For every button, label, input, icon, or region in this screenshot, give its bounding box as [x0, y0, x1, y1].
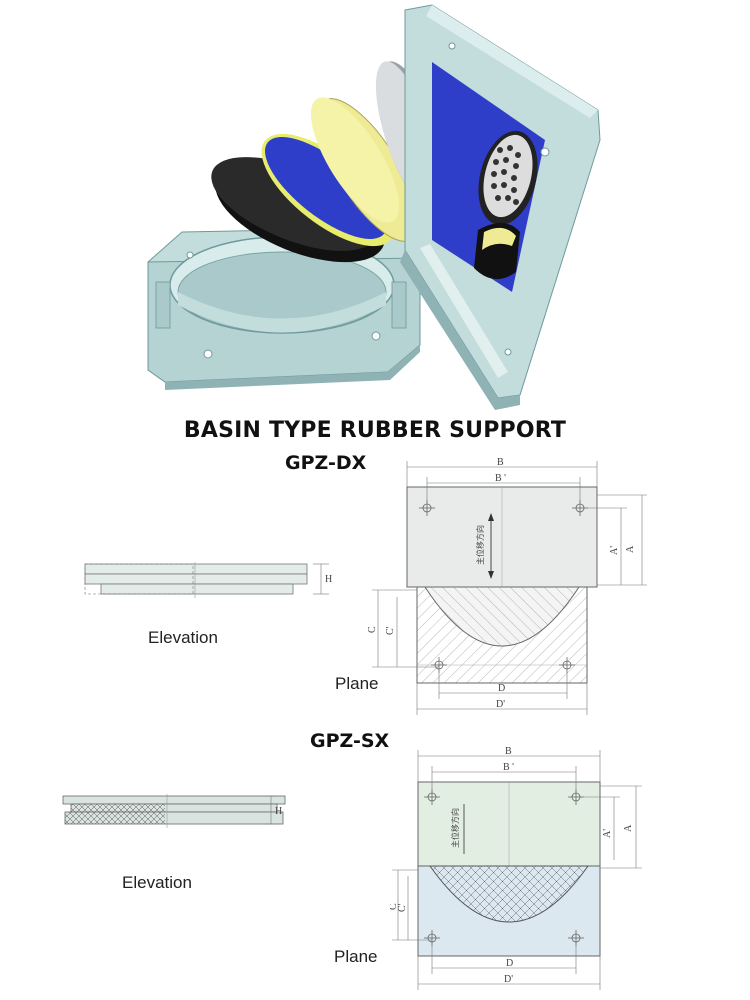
dim-label-d-sx: D [506, 958, 513, 969]
main-displacement-note-dx: 主位移方向 [475, 525, 485, 565]
elevation-drawing-dx: H [84, 562, 332, 598]
model-name-gpz-sx: GPZ-SX [310, 730, 390, 752]
model-name-gpz-dx: GPZ-DX [285, 452, 367, 474]
elevation-drawing-sx: H [62, 794, 286, 828]
plane-drawing-sx: 主位移方向 B B ' A A' C C' D D' [390, 746, 642, 990]
dim-label-b-prime-sx: B ' [503, 762, 514, 773]
dim-label-a-prime-dx: A' [609, 546, 620, 555]
elevation-caption-dx: Elevation [148, 628, 218, 647]
dim-label-h-sx: H [275, 806, 282, 817]
seal-disc [261, 133, 395, 247]
plane-caption-dx: Plane [335, 674, 379, 693]
elevation-caption-sx: Elevation [122, 873, 192, 892]
main-displacement-note-sx: 主位移方向 [450, 808, 460, 848]
exploded-bearing-illustration [147, 4, 601, 410]
dim-label-a-prime-sx: A' [602, 829, 613, 838]
dim-label-b-dx: B [497, 457, 504, 468]
dim-label-a-dx: A [625, 545, 636, 553]
dim-label-d-dx: D [498, 683, 505, 694]
top-plate [400, 4, 601, 410]
dim-label-b-prime-dx: B ' [495, 473, 506, 484]
dim-label-d-prime-sx: D' [504, 974, 513, 985]
plane-drawing-dx: 主位移方向 B B ' A A' C C' D D' [367, 457, 647, 715]
dim-label-c-dx: C [367, 626, 378, 633]
plane-caption-sx: Plane [334, 947, 378, 966]
dim-label-h-dx: H [325, 574, 332, 585]
page-title: BASIN TYPE RUBBER SUPPORT [183, 418, 567, 443]
dim-label-a-sx: A [623, 824, 634, 832]
dim-label-c-prime-dx: C' [385, 626, 396, 635]
bottom-basin-plate [147, 227, 421, 390]
dim-label-b-sx: B [505, 746, 512, 757]
dim-label-c-sx: C [390, 903, 399, 910]
dim-label-c-prime-sx: C' [397, 903, 408, 912]
dim-label-d-prime-dx: D' [496, 699, 505, 710]
